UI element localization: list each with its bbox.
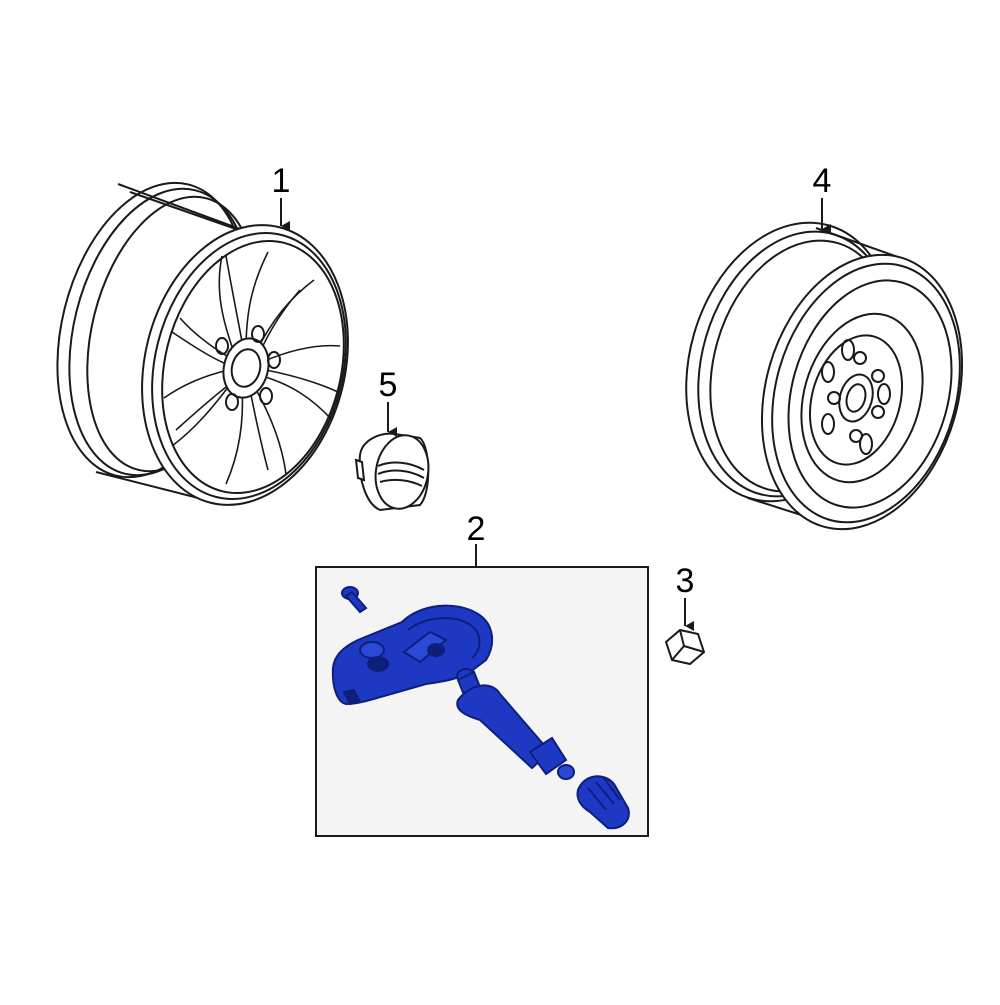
callout-5: 5	[379, 366, 398, 404]
sensor-body	[331, 604, 494, 706]
lug-nut	[664, 628, 706, 666]
sensor-screw	[341, 586, 368, 614]
spare-wheel	[685, 221, 964, 531]
callout-3: 3	[676, 562, 695, 600]
callout-2: 2	[467, 510, 486, 548]
valve-cap	[576, 775, 630, 830]
tpms-sensor	[331, 586, 630, 830]
alloy-wheel	[56, 181, 349, 506]
callout-leaders	[280, 198, 831, 631]
valve-stem	[456, 668, 575, 780]
callout-4: 4	[813, 162, 832, 200]
callout-1: 1	[272, 162, 291, 200]
center-cap	[354, 432, 430, 512]
callout-labels: 1 2 3 4 5	[272, 162, 832, 600]
